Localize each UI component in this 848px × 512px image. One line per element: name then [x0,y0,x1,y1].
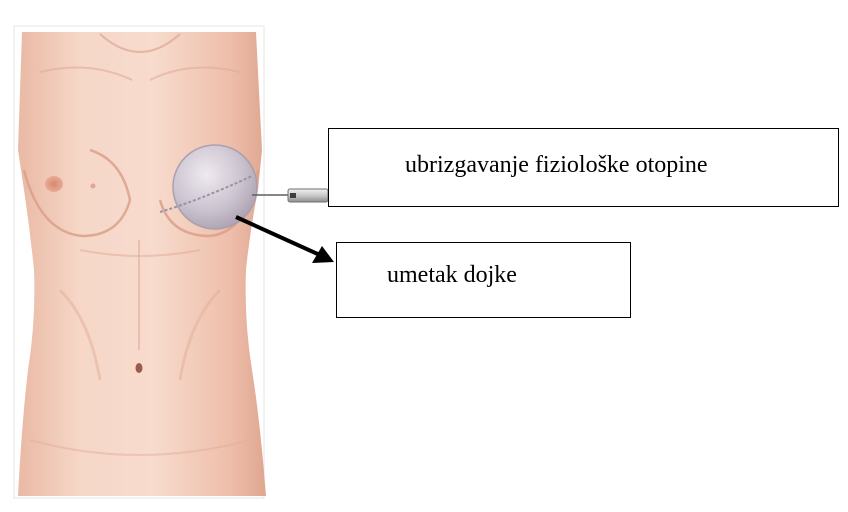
torso-body [18,32,266,496]
breast-implant-label: umetak dojke [387,263,517,287]
breast-implant [173,145,257,229]
saline-injection-label-box: ubrizgavanje fiziološke otopine [328,128,839,207]
left-nipple [45,176,63,192]
sternum-mark [91,184,96,189]
navel [136,363,143,373]
saline-injection-label: ubrizgavanje fiziološke otopine [405,153,708,177]
breast-implant-label-box: umetak dojke [336,242,631,318]
